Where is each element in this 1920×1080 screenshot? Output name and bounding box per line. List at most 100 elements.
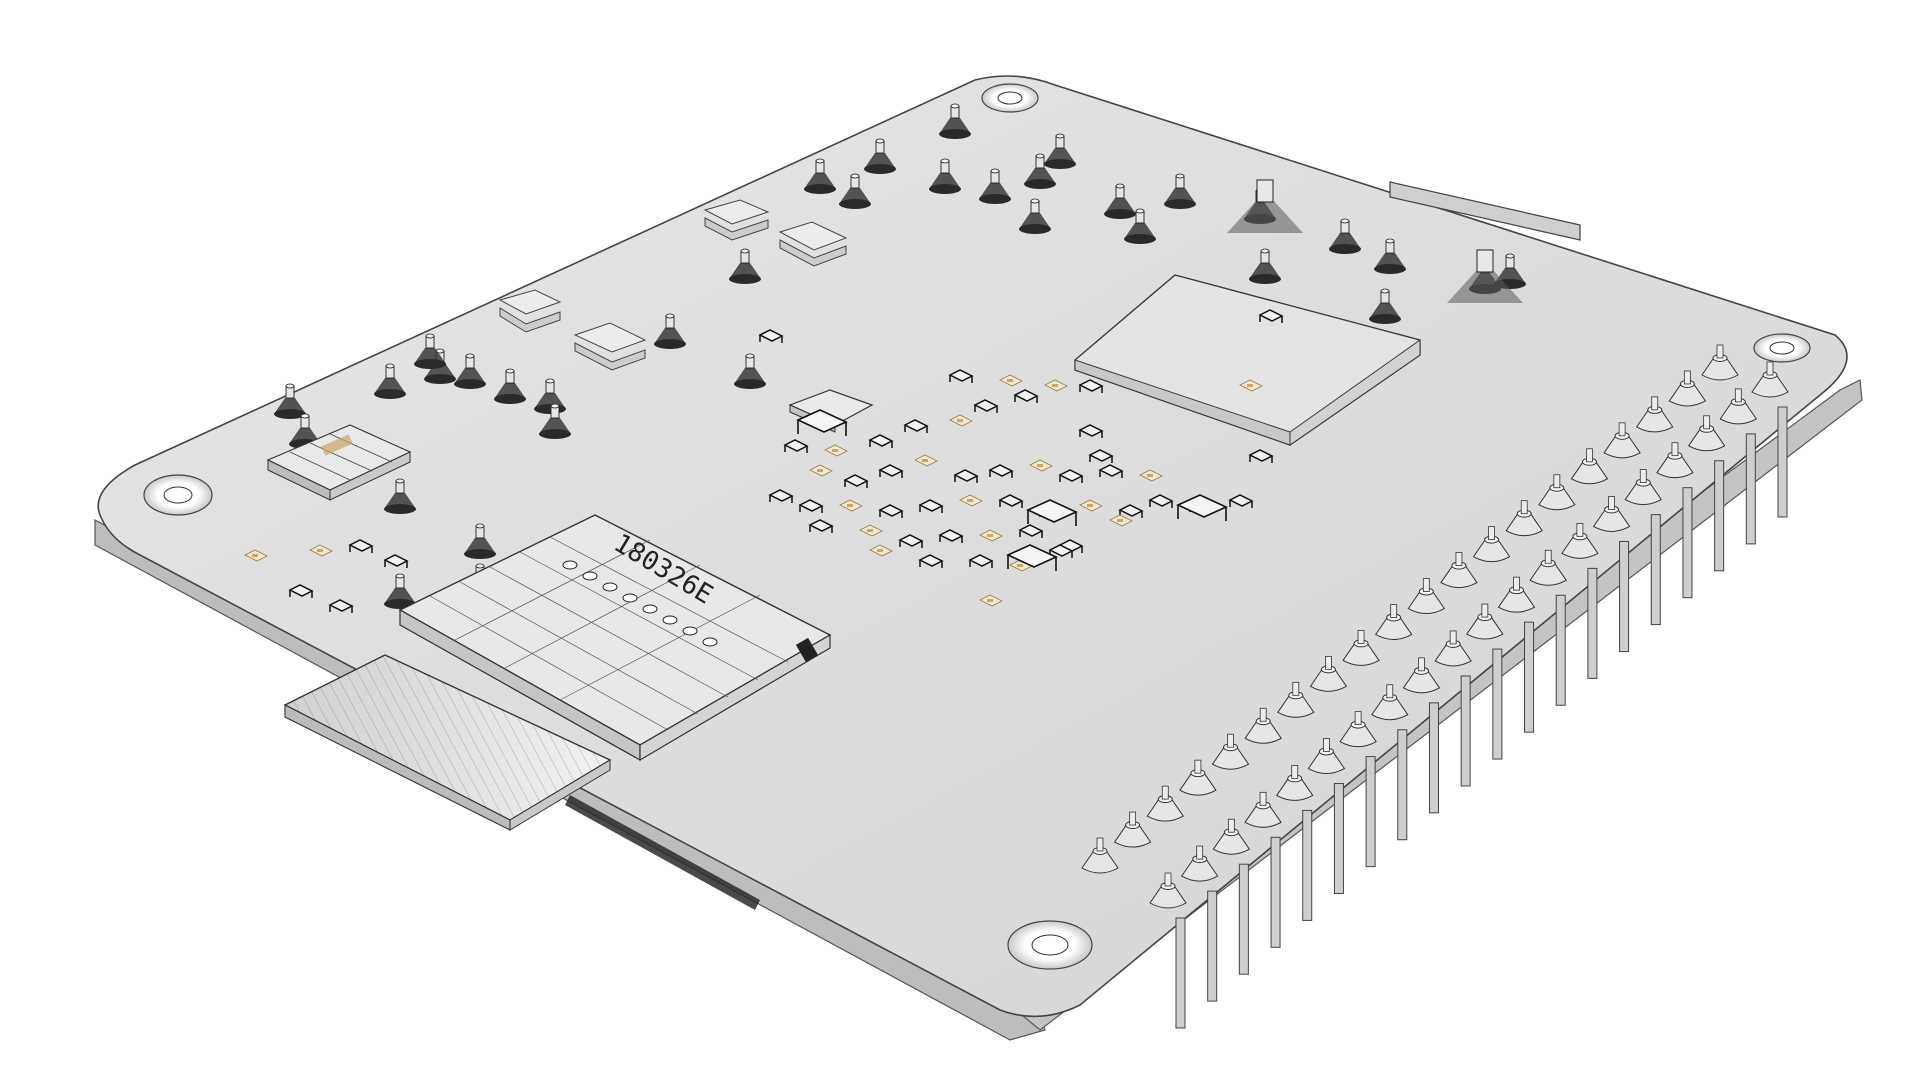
smd-passive <box>839 499 863 512</box>
smd-passive <box>768 489 794 503</box>
smd-inductor <box>1176 494 1228 521</box>
header-pin <box>1212 818 1251 975</box>
solder-cone <box>839 173 871 209</box>
smd-passive <box>1078 424 1104 438</box>
header-pin <box>1529 549 1567 706</box>
solder-cone <box>494 368 526 404</box>
smd-passive <box>783 439 809 453</box>
header-pin <box>1719 388 1758 545</box>
smd-passive <box>1029 459 1053 472</box>
header-pin <box>1505 500 1543 537</box>
large-solder-cone <box>1447 249 1523 303</box>
header-pin <box>1656 442 1694 599</box>
header-pin <box>1561 522 1599 679</box>
smd-passive <box>979 529 1003 542</box>
header-pin <box>1466 603 1504 760</box>
large-solder-cone <box>1227 179 1303 233</box>
header-pin <box>1751 361 1789 518</box>
smd-passive <box>869 544 893 557</box>
smd-passive <box>1148 494 1174 508</box>
smd-passive <box>1098 464 1124 478</box>
smd-passive <box>999 374 1023 387</box>
smd-passive <box>1079 499 1103 512</box>
smd-inductor <box>1026 499 1078 526</box>
header-pin <box>1592 496 1631 652</box>
smd-passive <box>973 399 999 413</box>
smd-passive <box>824 444 848 457</box>
smd-passive <box>998 494 1024 508</box>
smd-passive <box>1109 514 1133 527</box>
solder-cone <box>414 333 446 369</box>
smd-passive <box>383 554 409 568</box>
solder-cone <box>939 103 971 139</box>
header-pin <box>1339 711 1377 868</box>
smd-passive <box>1078 379 1104 393</box>
smd-passive <box>309 544 333 557</box>
main-ic-chip <box>1074 274 1421 446</box>
smd-passive <box>758 329 784 343</box>
solder-cone <box>729 248 761 284</box>
solder-cone <box>274 383 306 419</box>
header-pin <box>1687 415 1726 572</box>
smd-passive <box>949 414 973 427</box>
smd-passive <box>244 549 268 562</box>
header-pin <box>1636 396 1674 433</box>
header-pin <box>1277 681 1315 718</box>
header-pin <box>1244 791 1282 948</box>
smd-passive <box>988 464 1014 478</box>
smd-passive <box>1258 309 1284 323</box>
board-underside-shadow <box>565 795 760 910</box>
smd-passive <box>903 419 929 433</box>
solder-cone <box>654 313 686 349</box>
header-pin <box>1407 578 1446 615</box>
solder-cone <box>929 158 961 194</box>
smd-passive <box>798 499 824 513</box>
smd-passive <box>808 519 834 533</box>
header-pin <box>1146 785 1184 822</box>
solder-cone <box>734 353 766 389</box>
header-pin <box>1309 655 1348 692</box>
solder-cone <box>864 138 896 174</box>
header-pin <box>1211 733 1250 770</box>
header-pin <box>1342 630 1380 666</box>
header-pin <box>1180 845 1219 1002</box>
smd-passive <box>1088 449 1114 463</box>
header-pin <box>1668 370 1707 407</box>
smd-block-cluster <box>266 424 412 501</box>
header-pin <box>1371 684 1409 841</box>
solder-cone <box>1374 238 1406 274</box>
smd-passive <box>979 594 1003 607</box>
header-pin <box>1179 759 1217 796</box>
header-pin <box>1374 604 1413 640</box>
socket-contacts <box>562 560 718 647</box>
smd-passive <box>348 539 374 553</box>
solder-cone <box>384 478 416 514</box>
header-pin <box>1570 448 1609 485</box>
header-pin <box>1244 707 1282 744</box>
smd-block-top <box>498 199 848 371</box>
smd-passive <box>1228 494 1254 508</box>
smd-passive <box>859 524 883 537</box>
smd-passive <box>1058 469 1084 483</box>
solder-cones <box>274 103 1526 609</box>
header-pin <box>1276 765 1314 921</box>
smd-passive <box>959 494 983 507</box>
smd-passive <box>918 554 944 568</box>
header-pin <box>1149 872 1187 1029</box>
header-pin <box>1113 811 1152 848</box>
solder-cone <box>1249 248 1281 284</box>
smd-passive <box>953 469 979 483</box>
smd-components <box>244 309 1284 613</box>
solder-cone <box>1369 288 1401 324</box>
solder-cone <box>1044 133 1076 169</box>
solder-cone <box>1164 173 1196 209</box>
smd-passive <box>878 504 904 518</box>
header-pin <box>1402 657 1441 814</box>
smd-passive <box>1013 389 1039 403</box>
smd-passive <box>938 529 964 543</box>
header-pin <box>1440 552 1478 589</box>
smd-passive <box>1018 524 1044 538</box>
header-pin <box>1434 630 1472 787</box>
smd-passive <box>968 554 994 568</box>
